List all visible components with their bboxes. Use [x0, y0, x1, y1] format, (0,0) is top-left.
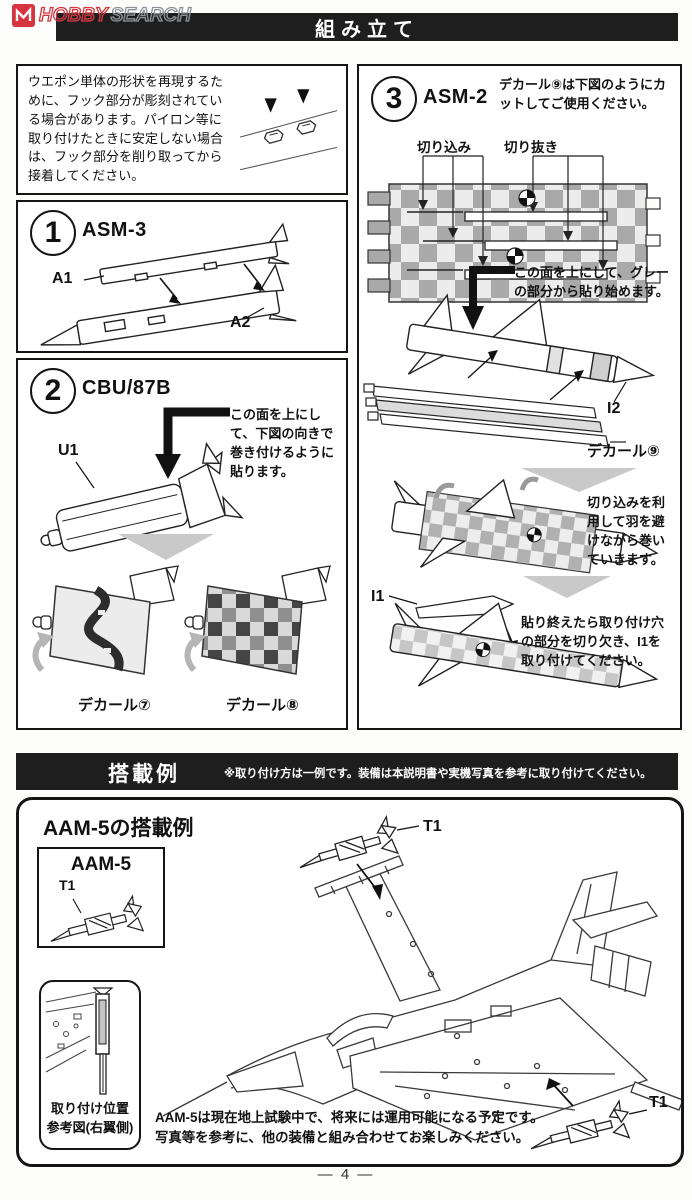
part-label-a1: A1 [52, 270, 73, 287]
flow-chevron-3 [523, 576, 611, 598]
logo-text-hobby: HOBBY [38, 4, 108, 26]
label-kirinuki: 切り抜き [504, 140, 558, 155]
mount-example-note: ※取り付け方は一例です。装備は本説明書や実機写真を参考に取り付けてください。 [224, 768, 652, 780]
asm2-i2-diagram [363, 293, 656, 447]
hook-illustration [239, 89, 338, 171]
decal7-label: デカール⑦ [78, 697, 151, 714]
part-label-i1: I1 [371, 588, 385, 605]
assembly-title: 組み立て [315, 18, 419, 41]
step2-box: 2 CBU/87B この面を上にして、下図の向きで巻き付けるように貼ります。 U… [16, 358, 348, 730]
step2-title: CBU/87B [82, 377, 172, 399]
label-kirikomi: 切り込み [417, 140, 471, 155]
cbu87b-diagram [40, 441, 244, 552]
step3-instruction-gray: この面を上にして、グレーの部分から貼り始めます。 [514, 265, 669, 299]
aam5-note-line2: 写真等を参考に、他の装備と組み合わせてお楽しみください。 [155, 1130, 530, 1145]
aam5-part-label-t1: T1 [59, 877, 76, 893]
asm2-wrap-diagram [391, 476, 659, 574]
decal8-label: デカール⑧ [226, 697, 299, 714]
asm2-finish-diagram [388, 595, 659, 689]
step2-instruction: この面を上にして、下図の向きで巻き付けるように貼ります。 [230, 407, 335, 479]
logo-text-search: SEARCH [110, 4, 192, 26]
step3-instruction-finish: 貼り終えたら取り付け穴の部分を切り欠き、I1を取り付けてください。 [521, 615, 665, 668]
step2-bend-arrow [155, 407, 230, 479]
aam5-section-title: AAM-5の搭載例 [43, 817, 194, 840]
part-label-u1: U1 [58, 442, 79, 459]
page-number: — 4 — [317, 1166, 375, 1183]
ref-caption-line1: 取り付け位置 [50, 1101, 129, 1116]
step3-title: ASM-2 [423, 86, 488, 108]
aam5-note-line1: AAM-5は現在地上試験中で、将来には運用可能になる予定です。 [155, 1110, 544, 1125]
assembly-header-bar: 組み立て [56, 13, 678, 41]
part-label-a2: A2 [230, 314, 251, 331]
decal9-label: デカール⑨ [587, 443, 660, 460]
hobby-search-logo-icon [12, 4, 35, 27]
ref-caption-line2: 参考図(右翼側) [46, 1120, 134, 1135]
hobby-search-logo: HOBBY SEARCH [12, 4, 192, 28]
decal9-cut-diagram [367, 155, 661, 303]
flow-chevron-2 [521, 468, 637, 492]
step2-number: 2 [30, 368, 76, 414]
step3-instruction-wrap: 切り込みを利用して羽を避けながら巻いていきます。 [587, 495, 666, 567]
asm3-diagram [40, 222, 297, 346]
aam5-part-box-title: AAM-5 [70, 854, 132, 875]
step1-title: ASM-3 [82, 219, 147, 241]
aam5-part-box: AAM-5 T1 [37, 847, 165, 948]
t1-top-label: T1 [423, 818, 442, 835]
hook-note-box: ウエポン単体の形状を再現するために、フック部分が彫刻されている場合があります。パ… [16, 64, 348, 195]
flow-chevron-1 [118, 534, 214, 560]
step1-box: 1 ASM-3 A1 A2 [16, 200, 348, 353]
wingtip-detail-drawing [45, 987, 114, 1095]
mount-example-title: 搭載例 [108, 763, 180, 786]
step1-number: 1 [30, 210, 76, 256]
step3-cut-instruction: デカール⑨は下図のようにカットしてご使用ください。 [499, 77, 667, 111]
aam5-mount-box: AAM-5の搭載例 AAM-5 T1 [16, 797, 684, 1167]
mount-example-bar: 搭載例 ※取り付け方は一例です。装備は本説明書や実機写真を参考に取り付けてくださ… [16, 753, 678, 790]
mount-position-ref-box: 取り付け位置 参考図(右翼側) [39, 980, 141, 1150]
decal7-diagram [32, 565, 179, 675]
step3-bend-arrow [462, 266, 515, 330]
hook-note-text: ウエポン単体の形状を再現するために、フック部分が彫刻されている場合があります。パ… [28, 74, 224, 184]
t1-bottom-missile [530, 1078, 648, 1150]
part-label-i2: I2 [607, 400, 621, 417]
decal8-diagram [184, 565, 331, 675]
step3-number: 3 [371, 76, 417, 122]
t1-top-missile [299, 814, 420, 900]
step3-box: 3 ASM-2 デカール⑨は下図のようにカットしてご使用ください。 切り込み 切… [357, 64, 682, 730]
t1-bottom-label: T1 [649, 1094, 668, 1111]
aam5-part-missile [50, 894, 145, 942]
